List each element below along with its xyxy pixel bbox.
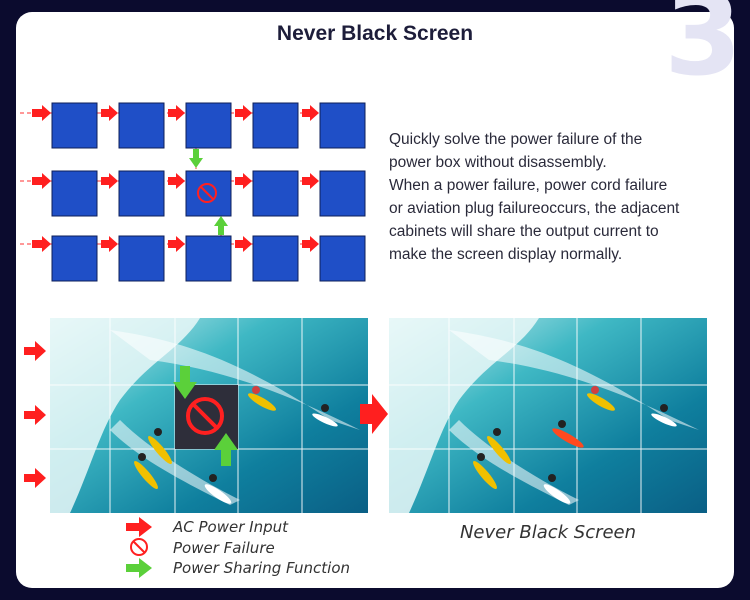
section-number: 3 bbox=[664, 0, 742, 101]
cabinet-r1c2 bbox=[118, 102, 165, 149]
cabinet-r1c5 bbox=[319, 102, 366, 149]
red-arrow-icon bbox=[24, 468, 46, 488]
red-arrow-icon bbox=[101, 173, 118, 189]
description-line: When a power failure, power cord failure bbox=[389, 177, 668, 194]
cabinet-r1c1 bbox=[51, 102, 98, 149]
red-arrow-icon bbox=[101, 236, 118, 252]
legend-power-failure: Power Failure bbox=[173, 539, 275, 557]
red-arrow-icon bbox=[302, 173, 319, 189]
power-failure-icon bbox=[197, 183, 217, 203]
red-arrow-icon bbox=[168, 173, 185, 189]
legend-power-sharing: Power Sharing Function bbox=[173, 559, 351, 577]
red-arrow-icon bbox=[32, 173, 51, 189]
description-line: make the screen display normally. bbox=[389, 246, 623, 263]
red-arrow-icon bbox=[32, 105, 51, 121]
description-line: cabinets will share the output current t… bbox=[389, 223, 659, 240]
red-arrow-icon bbox=[235, 105, 252, 121]
red-arrow-icon bbox=[235, 173, 252, 189]
transition-arrow-icon bbox=[360, 394, 388, 434]
description-line: or aviation plug failureoccurs, the adja… bbox=[389, 200, 680, 217]
cabinet-r3c2 bbox=[118, 235, 165, 282]
red-arrow-icon bbox=[24, 341, 46, 361]
green-arrow-icon bbox=[214, 433, 238, 466]
legend-icons bbox=[126, 517, 152, 578]
screen-normal bbox=[389, 318, 707, 513]
red-arrow-icon bbox=[168, 105, 185, 121]
cabinet-r2c2 bbox=[118, 170, 165, 217]
description-line: Quickly solve the power failure of the bbox=[389, 131, 643, 148]
green-arrow-icon bbox=[214, 216, 228, 235]
red-arrow-icon bbox=[302, 236, 319, 252]
red-arrow-icon bbox=[235, 236, 252, 252]
cabinet-r3c1 bbox=[51, 235, 98, 282]
cabinet-r1c3 bbox=[185, 102, 232, 149]
red-arrow-icon bbox=[101, 105, 118, 121]
green-arrow-icon bbox=[173, 366, 197, 399]
red-arrow-icon bbox=[126, 517, 152, 537]
power-failure-icon bbox=[130, 538, 148, 556]
red-arrow-icon bbox=[302, 105, 319, 121]
red-arrow-icon bbox=[32, 236, 51, 252]
cabinet-r1c4 bbox=[252, 102, 299, 149]
cabinet-r2c4 bbox=[252, 170, 299, 217]
page-title: Never Black Screen bbox=[276, 22, 474, 45]
result-caption: Never Black Screen bbox=[459, 522, 637, 543]
surfers-left bbox=[134, 386, 338, 504]
red-arrow-icon bbox=[168, 236, 185, 252]
green-arrow-icon bbox=[126, 558, 152, 578]
cabinet-r3c5 bbox=[319, 235, 366, 282]
cabinet-r3c4 bbox=[252, 235, 299, 282]
legend-ac-power-input: AC Power Input bbox=[173, 518, 288, 536]
cabinet-r3c3 bbox=[185, 235, 232, 282]
cabinet-r2c1 bbox=[51, 170, 98, 217]
screen-with-failure bbox=[50, 318, 368, 513]
green-arrow-icon bbox=[189, 149, 203, 168]
red-arrow-icon bbox=[24, 405, 46, 425]
power-failure-icon bbox=[186, 397, 224, 435]
surfers-right bbox=[473, 386, 677, 504]
cabinet-r2c5 bbox=[319, 170, 366, 217]
cabinet-grid bbox=[20, 102, 366, 282]
feature-description: Quickly solve the power failure of the p… bbox=[389, 128, 719, 266]
description-line: power box without disassembly. bbox=[389, 154, 607, 171]
